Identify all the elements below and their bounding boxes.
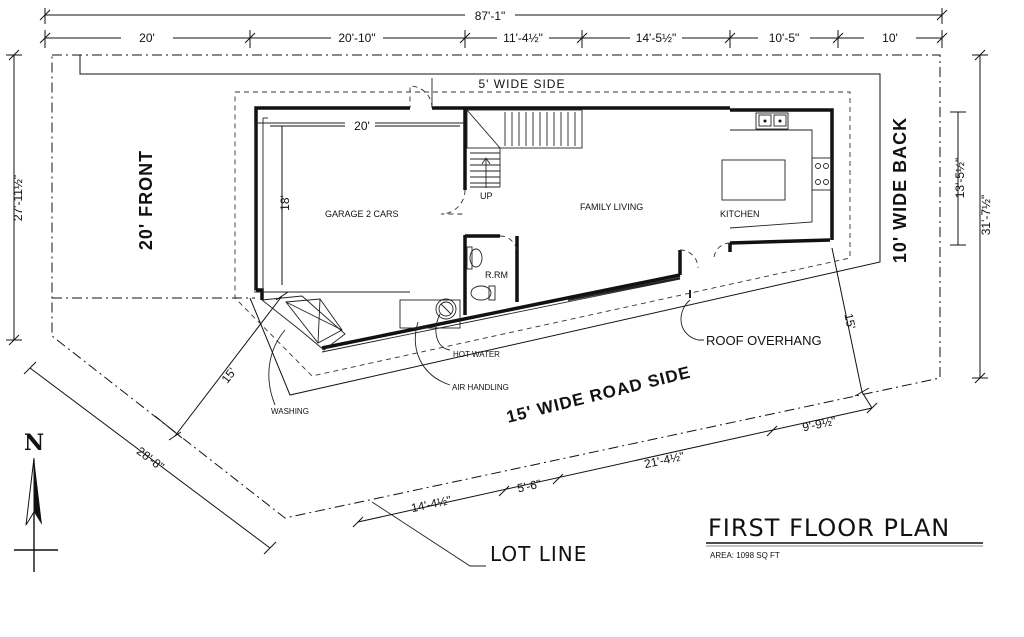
air-handling-label: AIR HANDLING <box>452 383 509 392</box>
diag-left-label: 28'-8" <box>134 444 167 474</box>
plan-title: FIRST FLOOR PLAN <box>708 514 950 542</box>
right-depth-label: 31'-7½" <box>979 195 993 236</box>
back-setback-label: 10' WIDE BACK <box>890 117 910 263</box>
staircase <box>466 109 583 188</box>
road-dimension-line <box>352 402 878 528</box>
top-segment-label: 11'-4½" <box>503 31 543 45</box>
top-dimension-lines: 87'-1" 20' 20'-10" 11'-4½" 14'-5½" 10'-5" 10' <box>39 8 948 48</box>
diag-inner-label: 15' <box>219 365 240 386</box>
kitchen-label: KITCHEN <box>720 209 760 219</box>
kitchen-fixtures <box>721 112 833 229</box>
north-arrow-icon <box>14 457 58 572</box>
top-segment-label: 20'-10" <box>338 31 375 45</box>
road-segment-label: 9'-9½" <box>801 414 837 435</box>
front-setback-label: 20' FRONT <box>136 150 156 250</box>
road-segment-label: 5'-6" <box>516 477 542 496</box>
door-swings <box>409 78 731 269</box>
garage-label: GARAGE 2 CARS <box>325 209 399 219</box>
mechanical-fixtures <box>399 298 461 329</box>
building-walls <box>254 106 834 353</box>
plan-area: AREA: 1098 SQ FT <box>710 551 780 560</box>
north-label: N <box>24 430 44 456</box>
roof-overhang-label: ROOF OVERHANG <box>706 333 822 348</box>
top-segment-label: 20' <box>139 31 155 45</box>
setback-line <box>234 91 851 377</box>
lot-line-label: LOT LINE <box>490 542 587 566</box>
road-edge <box>79 55 881 396</box>
total-width-label: 87'-1" <box>475 9 506 23</box>
hot-water-label: HOT WATER <box>453 350 500 359</box>
washer-boxes <box>260 295 346 351</box>
restroom-fixtures <box>466 246 496 301</box>
left-depth-label: 27'-11½" <box>11 175 25 221</box>
top-segment-label: 14'-5½" <box>636 31 677 45</box>
road-setback-label: 15' WIDE ROAD SIDE <box>505 363 693 427</box>
top-segment-label: 10'-5" <box>769 31 800 45</box>
garage-depth-label: 18' <box>278 195 292 211</box>
restroom-label: R.RM <box>485 270 508 280</box>
washing-label: WASHING <box>271 407 309 416</box>
stairs-up-label: UP <box>480 191 493 201</box>
top-segment-label: 10' <box>882 31 898 45</box>
lot-line <box>51 54 941 519</box>
right-inner-label: 13'-5½" <box>953 158 967 199</box>
garage-width-label: 20' <box>354 119 370 133</box>
side-setback-label: 5' WIDE SIDE <box>479 77 566 91</box>
road-segment-label: 21'-4½" <box>643 449 686 471</box>
side-dimension-lines <box>6 49 988 384</box>
diagonal-dimensions <box>23 247 873 555</box>
family-living-label: FAMILY LIVING <box>580 202 643 212</box>
road-segment-label: 14'-4½" <box>410 493 453 515</box>
diag-right-label: 15' <box>841 312 858 330</box>
